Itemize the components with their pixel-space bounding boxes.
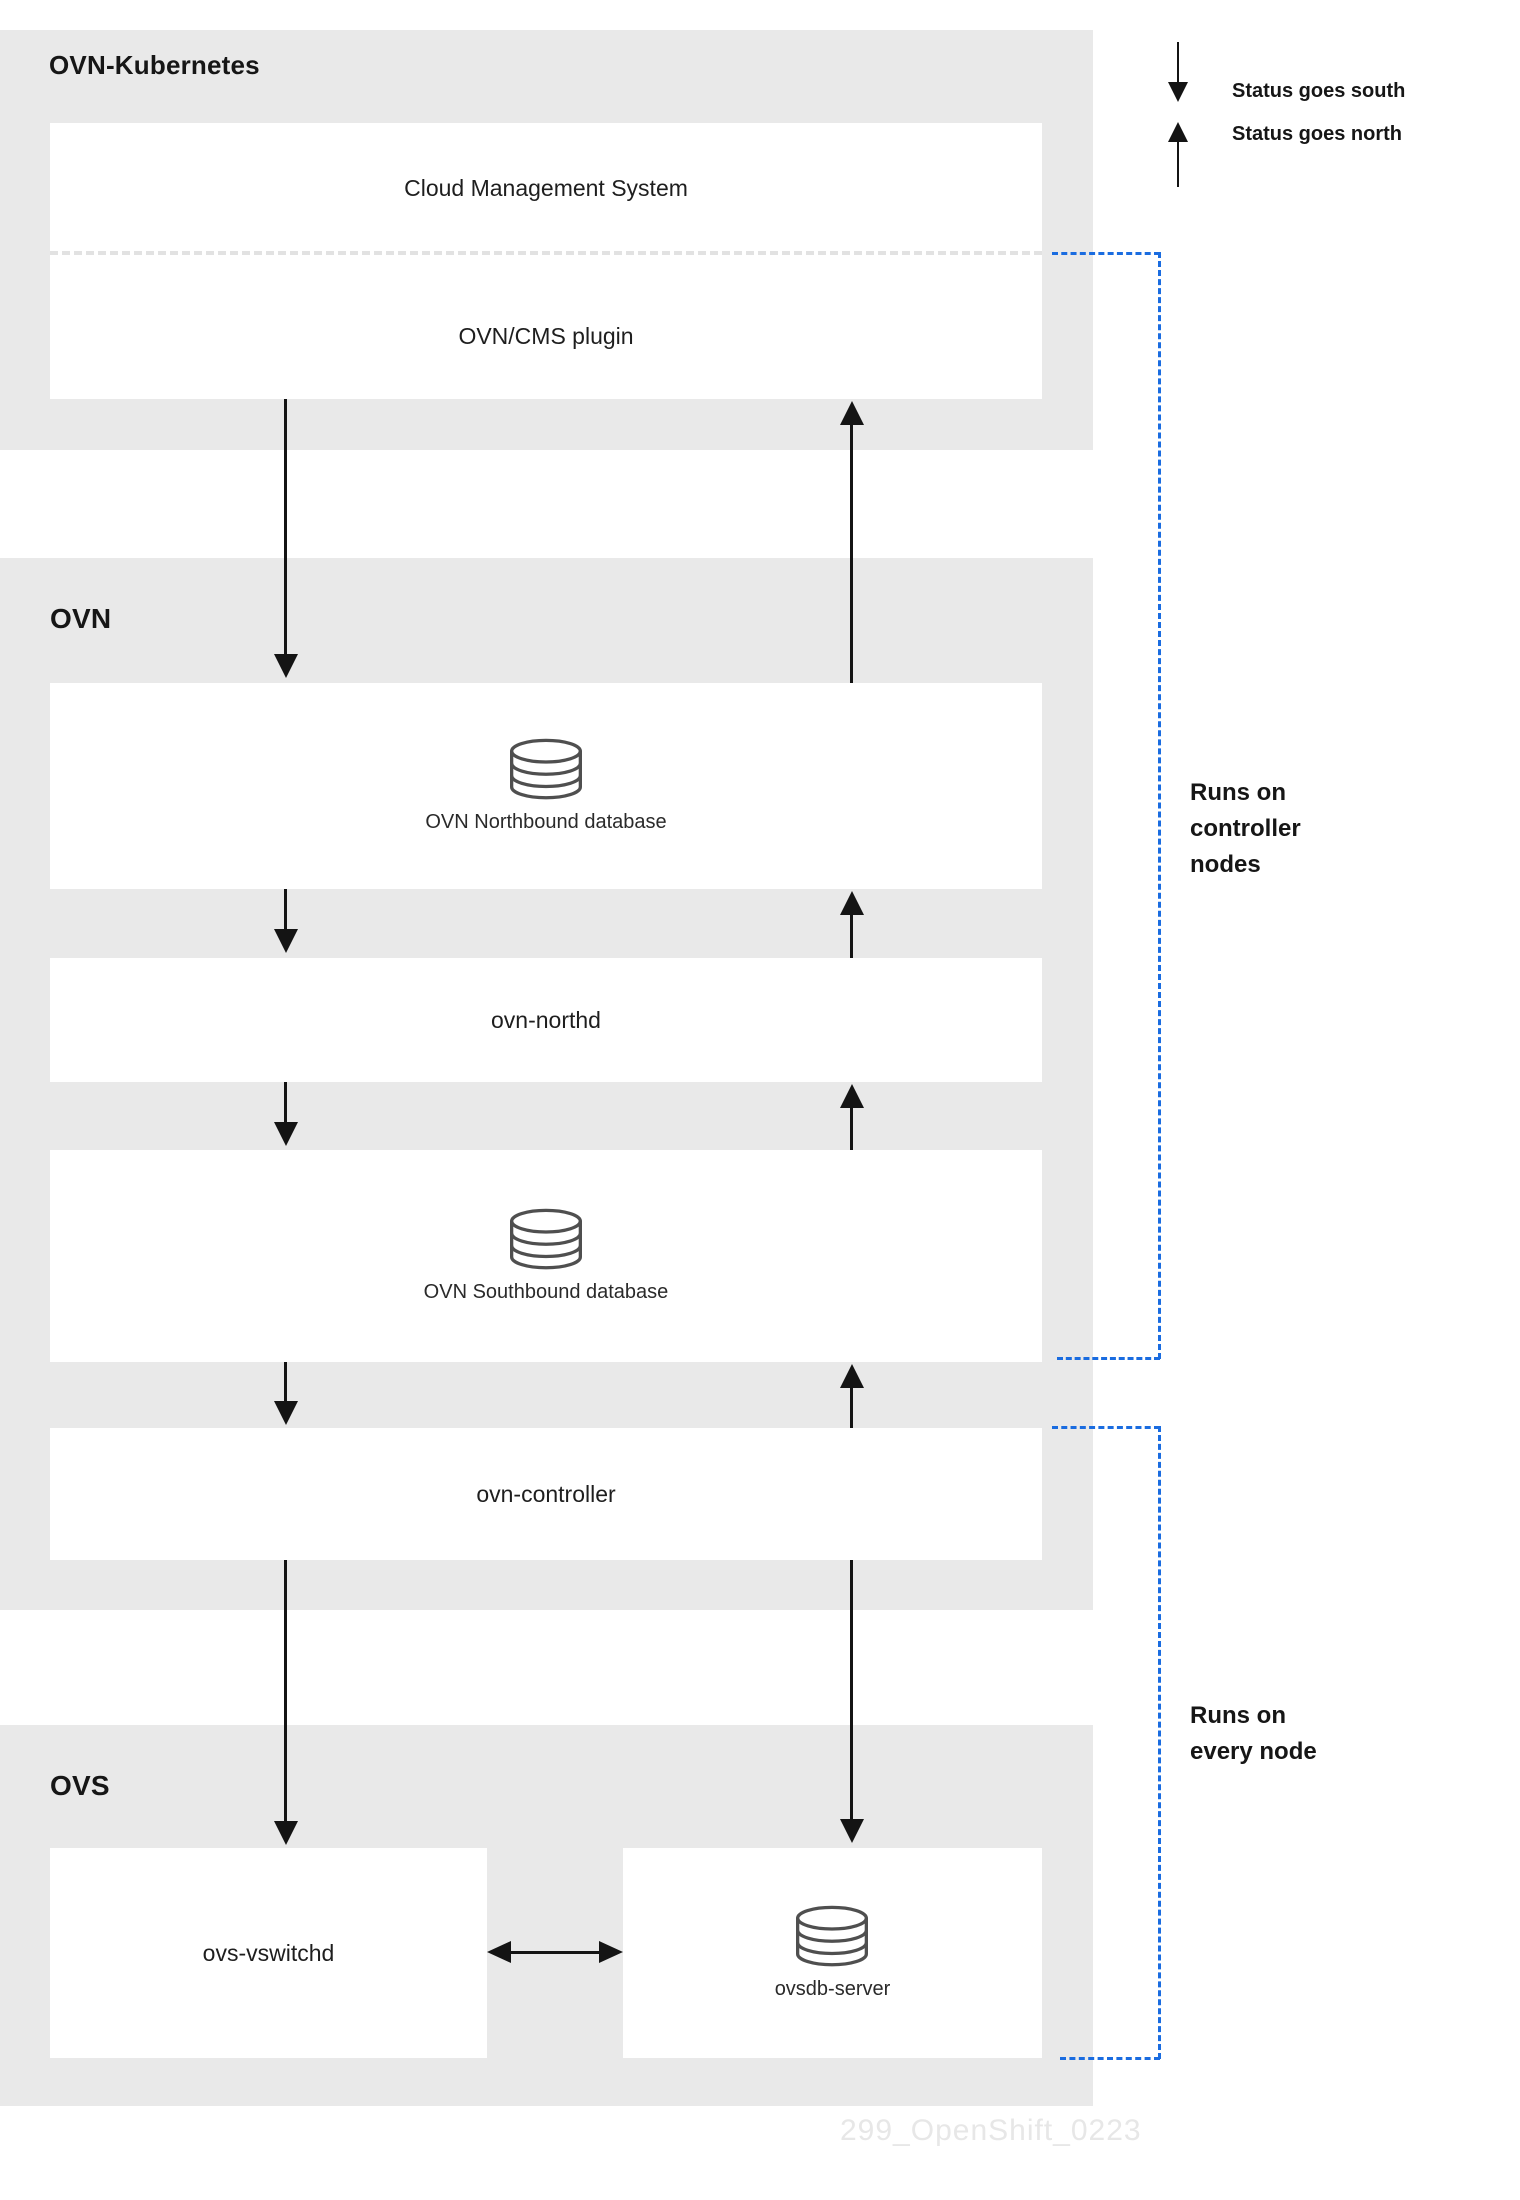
- every-node-annotation: Runs on every node: [1190, 1702, 1317, 1765]
- legend-south-label: Status goes south: [1232, 80, 1406, 102]
- cms-plugin-divider: [50, 251, 1042, 255]
- legend-north-arrowhead-icon: [1168, 122, 1188, 142]
- watermark: 299_OpenShift_0223: [840, 2114, 1142, 2147]
- controller-nodes-annotation: Runs on controller nodes: [1190, 779, 1301, 878]
- ovs-vswitchd-label: ovs-vswitchd: [202, 1939, 335, 1966]
- cms-node: Cloud Management System: [50, 123, 1042, 253]
- section-title-ovn-kubernetes: OVN-Kubernetes: [49, 50, 260, 80]
- northbound-db-group: OVN Northbound database: [425, 738, 667, 834]
- ovn-northd-label: ovn-northd: [491, 1006, 601, 1033]
- southbound-db-group: OVN Southbound database: [423, 1208, 669, 1304]
- section-title-ovn: OVN: [50, 603, 112, 634]
- legend-south-arrow-icon: [1177, 42, 1179, 82]
- database-icon: [796, 1905, 869, 1967]
- cms-plugin-label: OVN/CMS plugin: [458, 322, 634, 349]
- northbound-db-box: OVN Northbound database: [50, 683, 1042, 889]
- ovs-vswitchd-box: ovs-vswitchd: [50, 1848, 487, 2058]
- ovn-controller-box: ovn-controller: [50, 1428, 1042, 1560]
- ovsdb-server-label: ovsdb-server: [774, 1978, 891, 2000]
- northbound-db-label: OVN Northbound database: [425, 811, 667, 833]
- section-title-ovs: OVS: [50, 1770, 110, 1801]
- database-icon: [510, 738, 582, 800]
- legend-south-arrowhead-icon: [1168, 82, 1188, 102]
- cms-label: Cloud Management System: [404, 174, 688, 201]
- southbound-db-label: OVN Southbound database: [423, 1281, 669, 1303]
- legend-north-label: Status goes north: [1232, 123, 1403, 145]
- ovn-controller-label: ovn-controller: [476, 1480, 616, 1507]
- ovn-northd-box: ovn-northd: [50, 958, 1042, 1082]
- southbound-db-box: OVN Southbound database: [50, 1150, 1042, 1362]
- cms-plugin-node: OVN/CMS plugin: [50, 253, 1042, 409]
- ovsdb-server-box: ovsdb-server: [623, 1848, 1042, 2058]
- database-icon: [509, 1208, 582, 1270]
- cms-plugin-box: Cloud Management System OVN/CMS plugin: [50, 123, 1042, 399]
- ovsdb-server-group: ovsdb-server: [774, 1905, 891, 2001]
- legend-north-arrow-icon: [1177, 142, 1179, 187]
